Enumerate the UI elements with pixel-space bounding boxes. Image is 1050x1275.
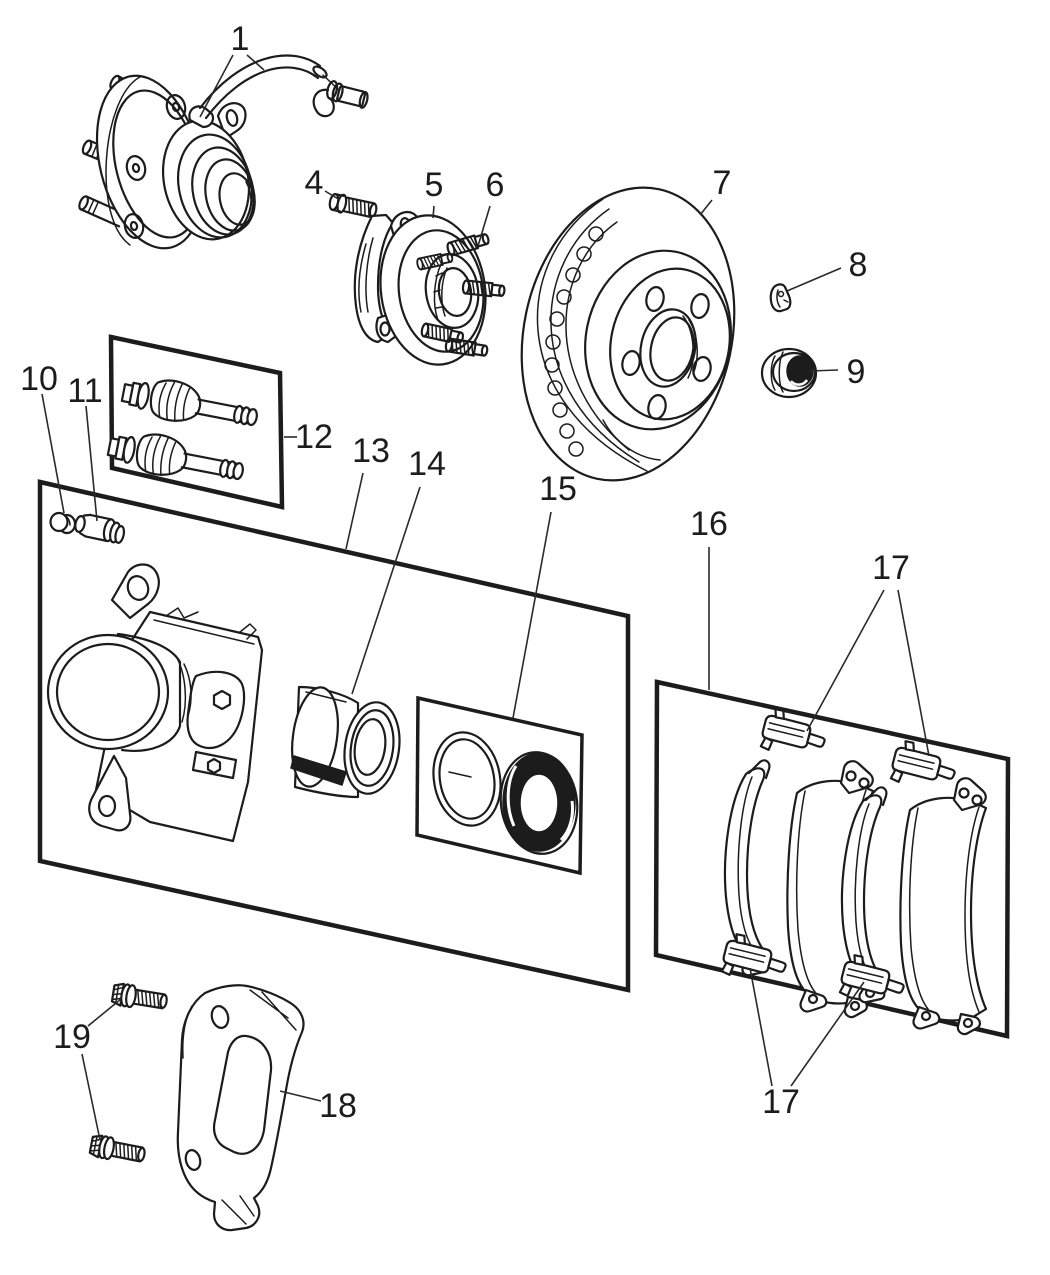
callout-label-6: 6: [486, 166, 505, 204]
part-1-hub-bearing-assembly: [76, 73, 256, 250]
brake-pad-inner-right: [899, 777, 988, 1036]
callout-label-15: 15: [539, 470, 577, 508]
part-15-seal-kit: [432, 731, 579, 855]
caliper-kit-box: [37, 479, 631, 993]
callout-label-16: 16: [690, 505, 728, 543]
part-13-caliper: [46, 563, 264, 843]
callout-label-14: 14: [408, 445, 446, 483]
callout-label-9: 9: [847, 353, 866, 391]
callout-label-4: 4: [305, 164, 324, 202]
seal-kit-box: [415, 695, 584, 876]
callout-label-19: 19: [53, 1018, 91, 1056]
rotor-vent-holes: [544, 226, 604, 457]
leader-lines: [41, 54, 930, 1141]
part-14-caliper-piston: [290, 685, 401, 799]
guide-pin-kit-box: [108, 334, 285, 510]
part-11-guide-bushing: [74, 513, 126, 544]
callout-label-11: 11: [67, 372, 102, 410]
callout-label-7: 7: [713, 164, 732, 202]
callout-label-18: 18: [319, 1087, 357, 1125]
callout-label-10: 10: [20, 360, 58, 398]
brake-pad-kit-box: [653, 679, 1011, 1039]
callout-label-13: 13: [352, 432, 390, 470]
part-18-caliper-adapter: [176, 984, 305, 1232]
callout-labels: 1 4 5 6 7 8 9 10 11 12 13 14 15 16 17 17…: [20, 20, 910, 1125]
callout-label-8: 8: [849, 246, 868, 284]
callout-label-5: 5: [425, 166, 444, 204]
callout-label-12: 12: [295, 418, 333, 456]
part-7-brake-rotor: [520, 186, 736, 482]
rotor-lug-holes: [621, 286, 712, 420]
part-4-bolt: [328, 193, 378, 219]
callout-label-17-bottom: 17: [762, 1083, 800, 1121]
part-8-retainer-clip: [769, 283, 792, 313]
part-19-adapter-bolts: [88, 981, 170, 1167]
callout-label-17-top: 17: [872, 549, 910, 587]
part-10-end-cap: [49, 511, 77, 535]
part-9-hub-nut: [760, 347, 818, 399]
callout-label-1: 1: [231, 20, 250, 58]
